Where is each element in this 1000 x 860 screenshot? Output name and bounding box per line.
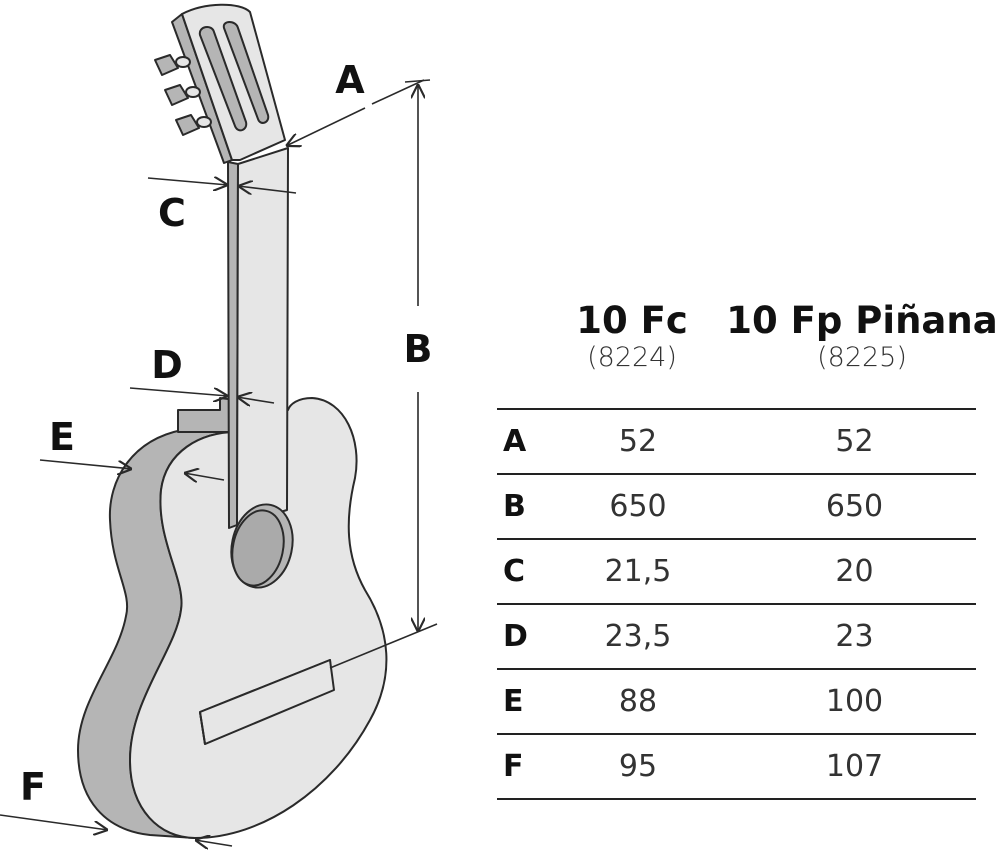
dim-label-f: F xyxy=(20,765,46,809)
dim-label-b: B xyxy=(403,327,433,371)
neck-face xyxy=(236,147,289,526)
dim-e-line xyxy=(39,459,132,469)
row-key: A xyxy=(497,408,543,475)
column-name: 10 Fp Piñana xyxy=(726,299,998,342)
tuner xyxy=(154,54,179,76)
row-key: D xyxy=(497,603,543,670)
row-key: E xyxy=(497,668,543,735)
cell: 52 xyxy=(543,408,733,475)
cell: 88 xyxy=(543,668,733,735)
column-name: 10 Fc xyxy=(576,299,688,342)
tuner xyxy=(175,114,200,136)
neck-heel xyxy=(177,397,237,433)
headstock-slot xyxy=(198,26,248,132)
cell: 20 xyxy=(733,538,976,605)
cell: 107 xyxy=(733,733,976,800)
column-header-10fp: 10 Fp Piñana (8225) xyxy=(726,300,997,374)
row-key: F xyxy=(497,733,543,800)
dim-label-c: C xyxy=(158,191,186,235)
dim-label-d: D xyxy=(151,343,183,387)
body-face xyxy=(129,397,388,839)
column-header-10fc: 10 Fc (8224) xyxy=(576,300,688,374)
dim-c-line xyxy=(147,178,228,185)
dim-label-a: A xyxy=(335,58,365,102)
cell: 21,5 xyxy=(543,538,733,605)
row-key: B xyxy=(497,473,543,540)
cell: 95 xyxy=(543,733,733,800)
cell: 23 xyxy=(733,603,976,670)
dim-label-e: E xyxy=(49,415,75,459)
tuner xyxy=(164,84,189,106)
dim-a-line xyxy=(286,107,366,146)
dim-d-line xyxy=(129,387,228,396)
cell: 23,5 xyxy=(543,603,733,670)
cell: 650 xyxy=(543,473,733,540)
column-code: (8224) xyxy=(587,342,677,373)
cell: 650 xyxy=(733,473,976,540)
column-code: (8225) xyxy=(817,342,907,373)
cell: 100 xyxy=(733,668,976,735)
headstock-slot xyxy=(222,21,270,124)
row-key: C xyxy=(497,538,543,605)
dim-f-line xyxy=(0,814,108,830)
cell: 52 xyxy=(733,408,976,475)
